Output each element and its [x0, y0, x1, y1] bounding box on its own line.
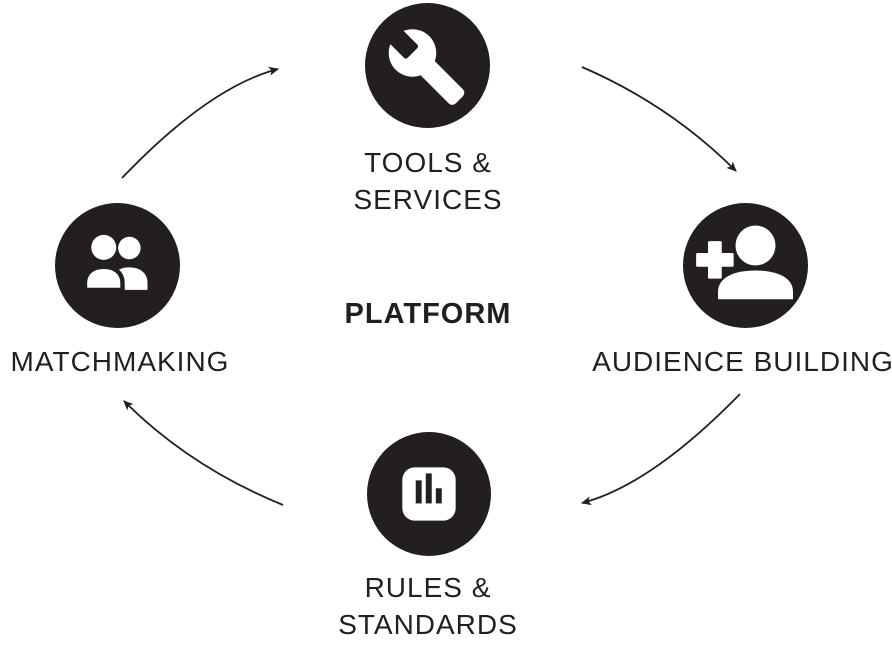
- node-tools-services: [365, 3, 490, 128]
- arrow-rules-to-matchmaking: [123, 400, 284, 506]
- label-matchmaking: MATCHMAKING: [10, 346, 230, 377]
- arrow-tools-to-audience: [581, 66, 737, 172]
- arrow-audience-to-rules: [581, 393, 741, 506]
- label-rules-standards: RULES & STANDARDS: [338, 572, 518, 640]
- arrow-matchmaking-to-tools: [121, 66, 279, 179]
- people-icon: [82, 234, 148, 293]
- node-matchmaking: [55, 203, 180, 328]
- person-add-icon: [696, 225, 793, 300]
- label-tools-services: TOOLS & SERVICES: [353, 147, 503, 215]
- node-rules-standards: [367, 432, 491, 556]
- wrench-icon: [380, 20, 465, 105]
- node-audience-building: [683, 203, 808, 328]
- bar-chart-icon: [402, 467, 456, 521]
- center-label-platform: PLATFORM: [344, 298, 512, 330]
- label-audience-building: AUDIENCE BUILDING: [592, 346, 892, 377]
